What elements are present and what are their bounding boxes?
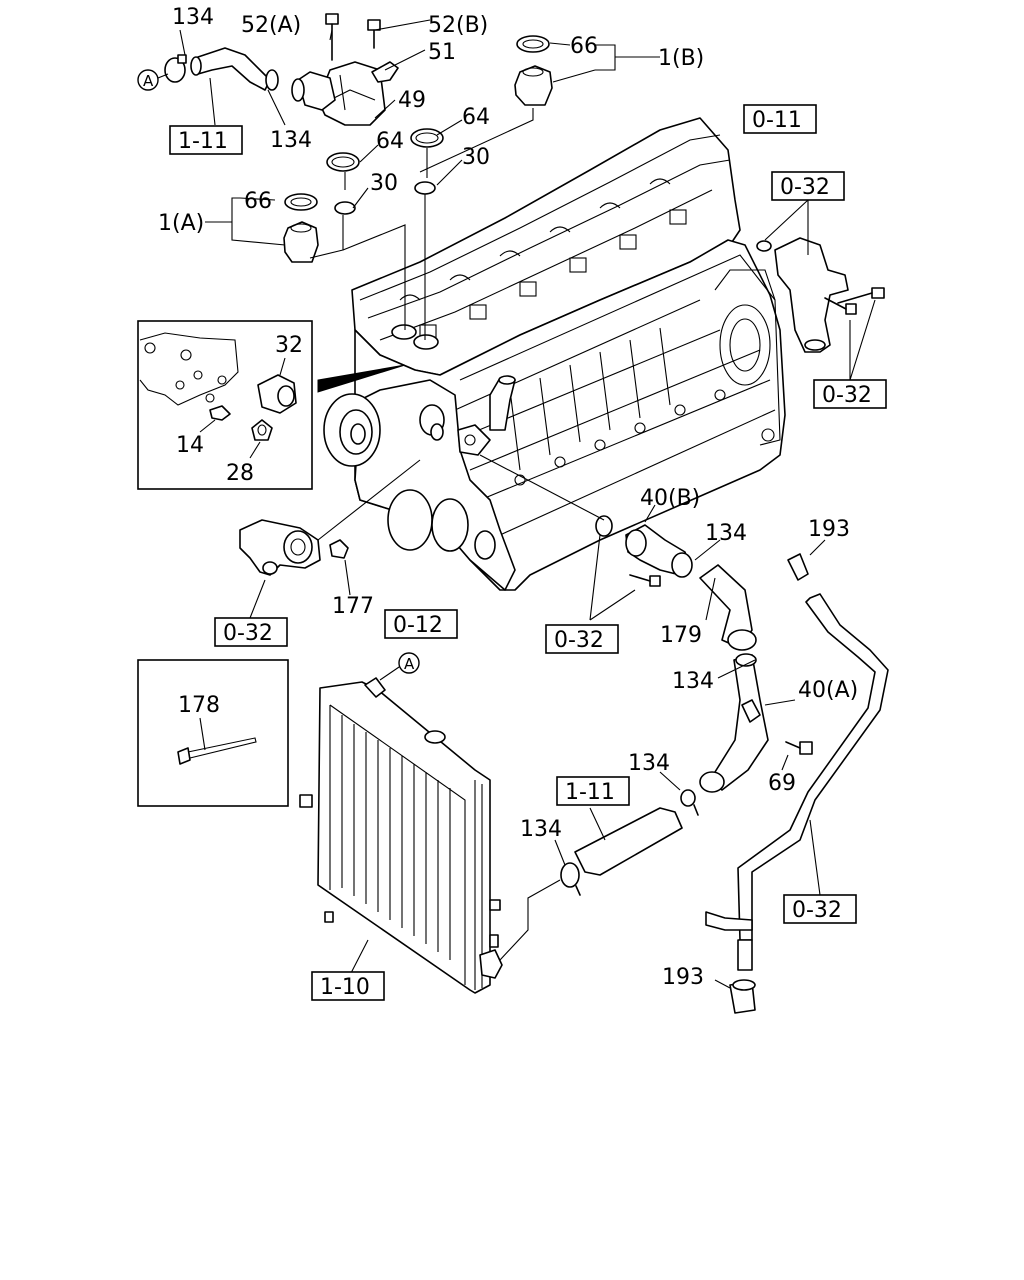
ref-box <box>556 776 630 806</box>
callout-30: 30 <box>462 145 490 170</box>
connector-markers: A A <box>137 69 420 674</box>
gaskets-64-30 <box>326 128 444 215</box>
front-water-housing <box>239 459 421 619</box>
inset-sensor-detail <box>137 320 406 490</box>
callout-134: 134 <box>270 128 312 153</box>
ref-box <box>813 379 887 409</box>
reference-boxes: 1-11 0-11 0-32 0-32 0-32 0-12 0-32 1-11 … <box>169 104 887 1001</box>
callout-49: 49 <box>398 88 426 113</box>
ref-0-32: 0-32 <box>780 175 830 200</box>
callout-69: 69 <box>768 771 796 796</box>
callout-177: 177 <box>332 594 374 619</box>
callout-134: 134 <box>672 669 714 694</box>
water-pipe-40a <box>659 629 813 816</box>
engine-block <box>323 117 786 591</box>
ref-0-32: 0-32 <box>223 621 273 646</box>
connector-a-label: A <box>143 72 154 90</box>
callout-134: 134 <box>705 521 747 546</box>
callout-40a: 40(A) <box>798 678 858 703</box>
callout-179: 179 <box>660 623 702 648</box>
ref-0-32: 0-32 <box>792 898 842 923</box>
connector-a-circle <box>137 69 159 91</box>
bypass-pipe <box>705 539 889 1014</box>
callout-193: 193 <box>808 517 850 542</box>
connector-a-label: A <box>404 655 415 673</box>
lower-hose <box>554 807 683 896</box>
callout-193: 193 <box>662 965 704 990</box>
ref-box <box>783 894 857 924</box>
ref-1-11: 1-11 <box>178 129 228 154</box>
thermostat-1a <box>283 193 319 263</box>
ref-box <box>384 609 458 639</box>
callout-1a: 1(A) <box>158 211 204 236</box>
callout-66: 66 <box>570 34 598 59</box>
ref-box <box>214 617 288 647</box>
callout-14: 14 <box>176 433 204 458</box>
callout-52b: 52(B) <box>428 13 488 38</box>
radiator <box>299 664 561 994</box>
ref-0-12: 0-12 <box>393 613 443 638</box>
ref-0-32: 0-32 <box>554 628 604 653</box>
connector-a-circle <box>398 652 420 674</box>
callout-40b: 40(B) <box>640 486 700 511</box>
callout-28: 28 <box>226 461 254 486</box>
callout-134: 134 <box>520 817 562 842</box>
leader-lines-top <box>179 19 660 340</box>
ref-1-11: 1-11 <box>565 780 615 805</box>
callout-66: 66 <box>244 189 272 214</box>
callout-1b: 1(B) <box>658 46 704 71</box>
inset-cable-tie <box>137 659 289 807</box>
callout-134: 134 <box>628 751 670 776</box>
ref-box <box>169 125 243 155</box>
ref-box <box>311 971 385 1001</box>
ref-box <box>545 624 619 654</box>
thermostat-1b <box>514 35 553 106</box>
water-inlet-40b <box>479 454 753 649</box>
callout-64: 64 <box>462 105 490 130</box>
water-outlet-housing-right <box>756 199 885 381</box>
ref-box <box>743 104 817 134</box>
callout-labels: 134 52(A) 52(B) 51 66 1(B) 49 134 64 64 … <box>158 5 858 990</box>
callout-51: 51 <box>428 40 456 65</box>
thermostat-housing-assembly <box>164 13 399 126</box>
ref-0-32: 0-32 <box>822 383 872 408</box>
callout-64: 64 <box>376 129 404 154</box>
ref-0-11: 0-11 <box>752 108 802 133</box>
ref-1-10: 1-10 <box>320 975 370 1000</box>
ref-box <box>771 171 845 201</box>
callout-178: 178 <box>178 693 220 718</box>
callout-30: 30 <box>370 171 398 196</box>
callout-134: 134 <box>172 5 214 30</box>
callout-32: 32 <box>275 333 303 358</box>
callout-52a: 52(A) <box>241 13 301 38</box>
